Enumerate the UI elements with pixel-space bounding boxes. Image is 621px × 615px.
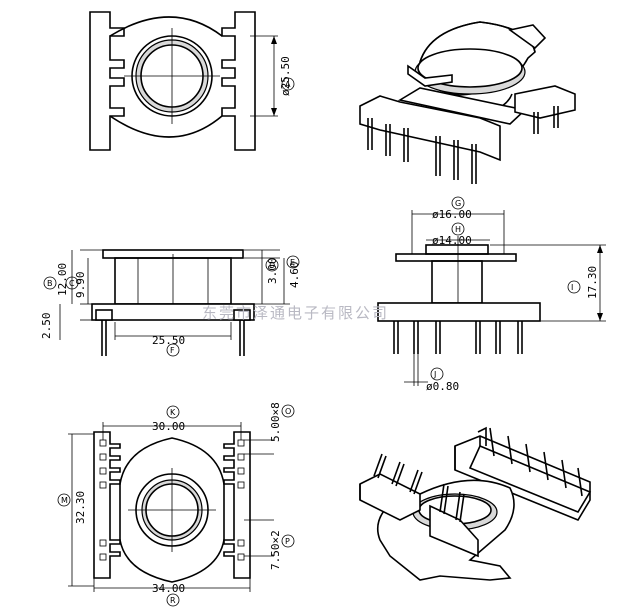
bubble-c: C — [69, 279, 75, 288]
dim-width-3000: 30.00 — [152, 420, 185, 433]
bubble-g: G — [455, 199, 461, 208]
iso-view-bottom — [359, 426, 592, 581]
dim-pin-diameter: ø0.80 — [426, 380, 459, 393]
bubble-b: B — [47, 279, 53, 288]
dim-height-12: 12.00 — [56, 263, 69, 296]
bubble-a: A — [285, 80, 291, 89]
dim-width-2550: 25.50 — [152, 334, 185, 347]
dim-width-3400: 34.00 — [152, 582, 185, 595]
watermark: 东莞市泽通电子有限公司 — [202, 304, 389, 322]
dim-height-990: 9.90 — [74, 272, 87, 299]
front-view: 12.00 9.90 2.50 B C 25.50 F 3.00 4.60 D … — [40, 249, 301, 357]
bubble-m: M — [61, 496, 68, 505]
bubble-k: K — [170, 408, 176, 417]
dim-outer-diameter: ø16.00 — [432, 208, 472, 221]
bottom-view: 30.00 K 34.00 R 32.30 M 5.00×8 O 7.50×2 … — [57, 402, 295, 607]
side-view: ø16.00 G ø14.00 H 17.30 I ø0.80 J — [377, 196, 606, 393]
dim-pitch-500: 5.00×8 — [269, 402, 282, 442]
dim-length-3230: 32.30 — [74, 491, 87, 524]
bubble-p: P — [285, 537, 290, 546]
bubble-e: E — [290, 258, 295, 267]
dim-pitch-750: 7.50×2 — [269, 530, 282, 570]
bubble-f: F — [170, 346, 175, 355]
dim-total-height: 17.30 — [586, 266, 599, 299]
dim-base-250: 2.50 — [40, 313, 53, 340]
bubble-o: O — [285, 407, 291, 416]
bubble-r: R — [170, 596, 176, 605]
dim-inner-diameter: ø14.00 — [432, 234, 472, 247]
bubble-j: J — [433, 370, 436, 379]
bubble-i: I — [571, 283, 573, 292]
bubble-d: D — [269, 261, 275, 270]
top-view: ø25.50 A — [89, 11, 295, 151]
iso-view-top — [359, 21, 576, 184]
bubble-h: H — [455, 225, 461, 234]
